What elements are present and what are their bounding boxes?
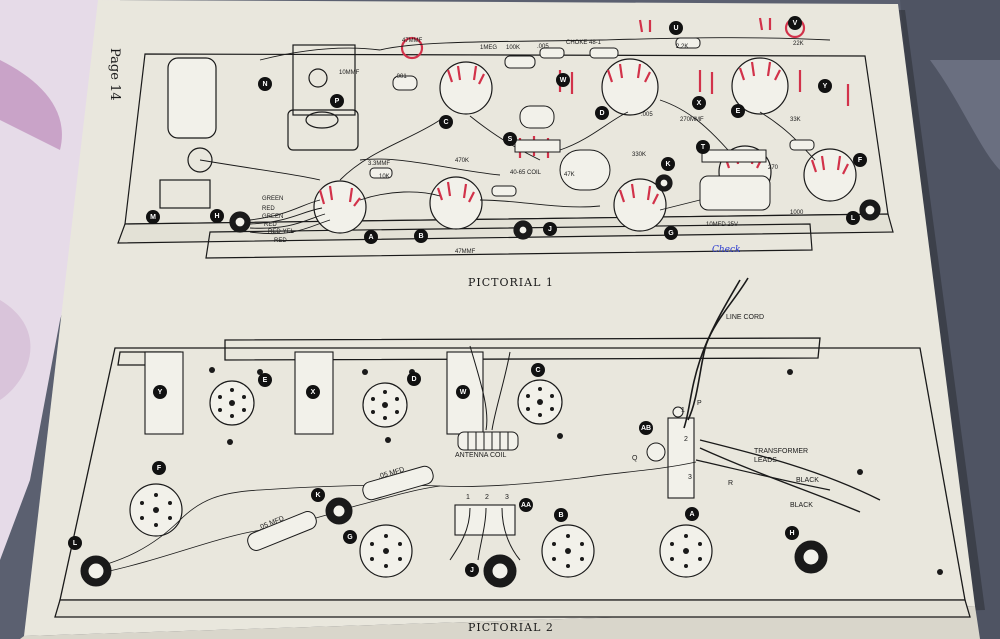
label-1meg: 1MEG <box>480 45 498 51</box>
p2-socket-letter-AA: AA <box>519 498 533 512</box>
label-line-cord: LINE CORD <box>726 314 765 321</box>
strip-terminal-2: 2 <box>684 436 688 443</box>
label-10mmf: 10MMF <box>339 70 360 76</box>
p2-socket-letter-B: B <box>554 508 568 522</box>
socket-letter-G: G <box>664 226 678 240</box>
p2-socket-letter-C: C <box>531 363 545 377</box>
socket-letter-J: J <box>543 222 557 236</box>
label-47mmf-bottom: 47MMF <box>455 249 476 255</box>
socket-letter-N: N <box>258 77 272 91</box>
antenna-coil <box>457 345 519 451</box>
label-transformer-leads: TRANSFORMER LEADS <box>754 448 809 464</box>
label-antenna-coil: ANTENNA COIL <box>455 452 507 459</box>
label-001-a: .001 <box>395 74 407 80</box>
terminal-3: 3 <box>505 494 509 501</box>
label-100k: 100K <box>506 45 521 51</box>
p2-socket-letter-D: D <box>407 372 421 386</box>
label-choke: CHOKE 48-1 <box>566 40 602 46</box>
p2-socket-letter-E: E <box>258 373 272 387</box>
label-47k: 47K <box>564 172 575 178</box>
label-10k: 10K <box>379 174 390 180</box>
socket-letter-H: H <box>210 209 224 223</box>
socket-letter-B: B <box>414 229 428 243</box>
label-33k: 33K <box>790 117 801 123</box>
terminal-2: 2 <box>485 494 489 501</box>
p2-socket-letter-X: X <box>306 385 320 399</box>
handwritten-check-note: Check <box>712 245 741 255</box>
socket-letter-A: A <box>364 230 378 244</box>
wire-label-red-2: RED <box>264 222 277 228</box>
socket-letter-Y: Y <box>818 79 832 93</box>
terminal-1: 1 <box>466 494 470 501</box>
label-005-b: .005 <box>641 112 653 118</box>
socket-letter-W: W <box>556 73 570 87</box>
pictorial-1-sockets <box>229 57 881 240</box>
pictorial-2-caption: PICTORIAL 2 <box>468 621 554 634</box>
label-black-1: BLACK <box>796 477 819 484</box>
strip-terminal-3: 3 <box>688 474 692 481</box>
socket-letter-F: F <box>853 153 867 167</box>
socket-letter-V: V <box>788 16 802 30</box>
p2-socket-letter-W: W <box>456 385 470 399</box>
label-330k: 330K <box>632 152 647 158</box>
socket-letter-L: L <box>846 211 860 225</box>
strip-terminal-1: 1 <box>681 407 685 414</box>
terminal-r: R <box>728 480 734 487</box>
page-number: Page 14 <box>107 48 122 101</box>
p2-socket-letter-F: F <box>152 461 166 475</box>
p2-socket-letter-Y: Y <box>153 385 167 399</box>
label-black-2: BLACK <box>790 502 813 509</box>
wire-label-red-1: RED <box>262 206 275 212</box>
label-270: 270 <box>768 165 779 171</box>
label-10mfd-25v: 10MFD 25V <box>706 222 739 228</box>
socket-letter-E: E <box>731 104 745 118</box>
p2-socket-letter-J: J <box>465 563 479 577</box>
p2-socket-letter-K: K <box>311 488 325 502</box>
pictorial-2-capacitors <box>247 465 434 551</box>
terminal-p: P <box>697 400 702 407</box>
p2-socket-letter-H: H <box>785 526 799 540</box>
socket-letter-P: P <box>330 94 344 108</box>
label-270mmf: 270MMF <box>680 117 704 123</box>
label-40-65-coil: 40-65 COIL <box>510 170 542 176</box>
socket-letter-D: D <box>595 106 609 120</box>
label-47mmf-top: 47MMF <box>402 38 423 44</box>
label-1000: 1000 <box>790 210 804 216</box>
p2-socket-letter-AB: AB <box>639 421 653 435</box>
socket-letter-X: X <box>692 96 706 110</box>
p2-socket-letter-L: L <box>68 536 82 550</box>
socket-letter-C: C <box>439 115 453 129</box>
socket-letter-S: S <box>503 132 517 146</box>
socket-letter-T: T <box>696 140 710 154</box>
pictorial-1-components <box>369 37 815 211</box>
pictorial-2 <box>54 337 971 618</box>
label-470k: 470K <box>455 158 470 164</box>
terminal-q: Q <box>632 455 638 462</box>
label-3-3mmf: 3.3MMF <box>368 161 391 167</box>
label-005-a: .005 <box>537 44 549 50</box>
socket-letter-M: M <box>146 210 160 224</box>
pictorial-1-caption: PICTORIAL 1 <box>468 276 554 289</box>
p2-socket-letter-A: A <box>685 507 699 521</box>
wire-label-red-yel: RED-YEL <box>268 229 295 235</box>
wire-label-green-1: GREEN <box>262 196 284 202</box>
pictorial-1-wires <box>199 37 831 235</box>
label-2-2k: 2.2K <box>676 44 689 50</box>
socket-letter-U: U <box>669 21 683 35</box>
wire-label-red-3: RED <box>274 238 287 244</box>
socket-letter-K: K <box>661 157 675 171</box>
wire-label-green-2: GREEN <box>262 214 284 220</box>
p2-socket-letter-G: G <box>343 530 357 544</box>
label-22k: 22K <box>793 41 804 47</box>
pictorial-2-grommets <box>80 406 828 588</box>
